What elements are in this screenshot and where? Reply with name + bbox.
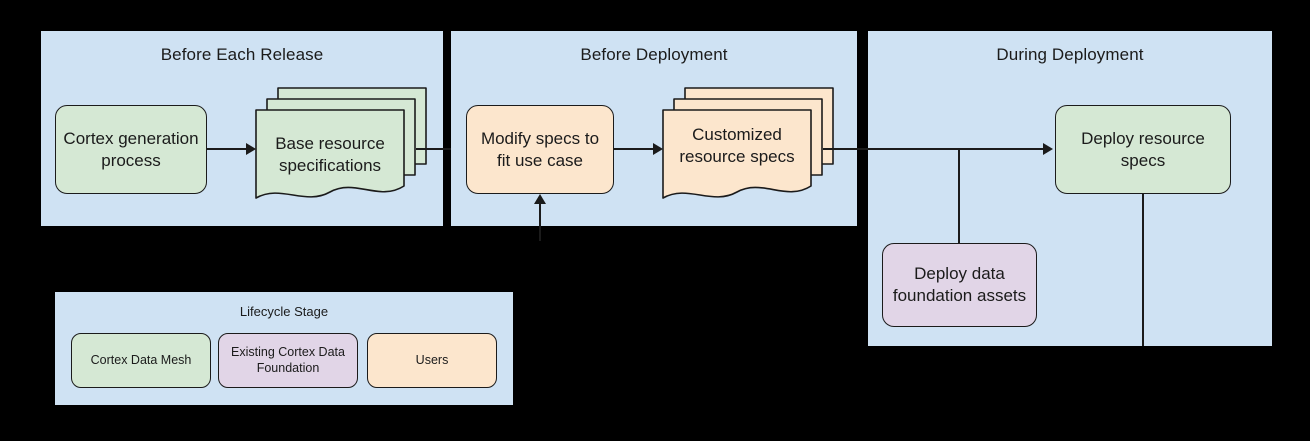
legend-item-cortex-data-mesh[interactable]: Cortex Data Mesh <box>71 333 211 388</box>
legend-title: Lifecycle Stage <box>239 304 329 319</box>
panel-title-before-deployment: Before Deployment <box>580 45 728 64</box>
arrowhead-into-deploy-resource-specs <box>1043 143 1053 155</box>
legend: Lifecycle Stage Cortex Data Mesh Existin… <box>55 292 513 405</box>
node-label-deploy-data-foundation-assets: Deploy data foundation assets <box>892 264 1027 305</box>
edge-data-foundation-to-main-flow <box>958 148 960 245</box>
node-deploy-data-foundation-assets[interactable]: Deploy data foundation assets <box>882 243 1037 327</box>
arrowhead-into-modify-specs <box>534 194 546 204</box>
legend-item-label-cortex-data-mesh: Cortex Data Mesh <box>90 352 192 367</box>
multi-document-shape-orange <box>662 87 834 199</box>
panel-title-during-deployment: During Deployment <box>996 45 1144 64</box>
node-label-cortex-generation-process: Cortex generation process <box>63 128 199 170</box>
node-deploy-resource-specs[interactable]: Deploy resource specs <box>1055 105 1231 194</box>
edge-generation-to-base-specs <box>207 148 248 150</box>
node-modify-specs-to-fit-use-case[interactable]: Modify specs to fit use case <box>466 105 614 194</box>
panel-title-before-each-release: Before Each Release <box>160 45 324 64</box>
multi-document-shape-green <box>255 87 427 199</box>
edge-users-input-to-modify-specs <box>539 204 541 241</box>
edge-into-during-deployment-panel <box>868 148 1045 150</box>
node-cortex-generation-process[interactable]: Cortex generation process <box>55 105 207 194</box>
node-label-deploy-resource-specs: Deploy resource specs <box>1081 128 1205 170</box>
arrowhead-to-base-specs <box>246 143 256 155</box>
edge-base-specs-to-modify-specs <box>416 148 457 150</box>
legend-item-existing-cortex-data-foundation[interactable]: Existing Cortex Data Foundation <box>218 333 358 388</box>
legend-item-users[interactable]: Users <box>367 333 497 388</box>
legend-item-label-users: Users <box>415 352 449 367</box>
edge-modify-specs-to-customized-specs <box>614 148 655 150</box>
arrowhead-to-customized-specs <box>653 143 663 155</box>
legend-item-label-existing-cortex-data-foundation: Existing Cortex Data Foundation <box>231 344 345 375</box>
node-base-resource-specifications[interactable]: Base resource specifications <box>255 87 427 206</box>
node-label-modify-specs-to-fit-use-case: Modify specs to fit use case <box>480 128 600 170</box>
node-customized-resource-specs[interactable]: Customized resource specs <box>662 87 834 206</box>
edge-deploy-resource-specs-downstream <box>1142 194 1144 346</box>
